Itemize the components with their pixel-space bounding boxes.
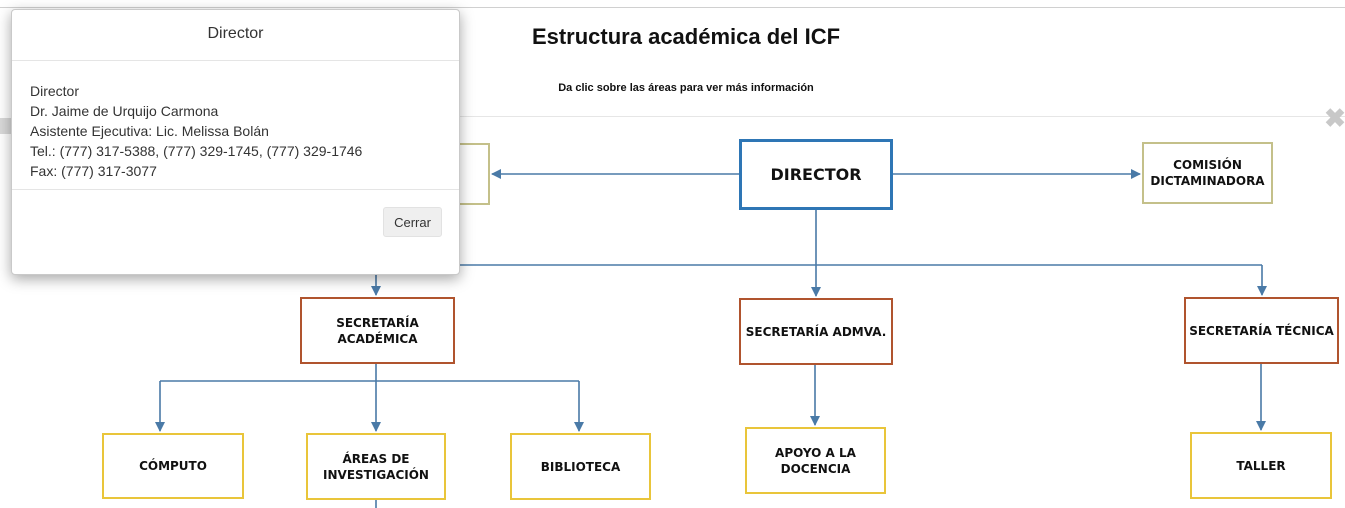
org-node-sec-tecnica[interactable]: SECRETARÍA TÉCNICA xyxy=(1184,297,1339,364)
modal-line-role: Director xyxy=(30,83,80,99)
modal-body: Director Dr. Jaime de Urquijo Carmona As… xyxy=(12,61,459,190)
org-node-biblioteca[interactable]: BIBLIOTECA xyxy=(510,433,651,500)
org-node-comision[interactable]: COMISIÓN DICTAMINADORA xyxy=(1142,142,1273,204)
org-node-taller[interactable]: TALLER xyxy=(1190,432,1332,499)
org-node-computo[interactable]: CÓMPUTO xyxy=(102,433,244,499)
modal-line-phone: Tel.: (777) 317-5388, (777) 329-1745, (7… xyxy=(30,143,363,159)
org-node-director[interactable]: DIRECTOR xyxy=(739,139,893,210)
org-node-sec-admva[interactable]: SECRETARÍA ADMVA. xyxy=(739,298,893,365)
page-instructions: Da clic sobre las áreas para ver más inf… xyxy=(558,82,814,94)
org-node-sec-academica[interactable]: SECRETARÍA ACADÉMICA xyxy=(300,297,455,364)
modal-title: Director xyxy=(12,10,459,61)
modal-line-fax: Fax: (777) 317-3077 xyxy=(30,163,157,179)
page-title: Estructura académica del ICF xyxy=(531,24,841,49)
modal-line-name: Dr. Jaime de Urquijo Carmona xyxy=(30,103,219,119)
modal-footer: Cerrar xyxy=(12,190,459,274)
info-modal: Director Director Dr. Jaime de Urquijo C… xyxy=(11,9,460,275)
org-node-areas-inv[interactable]: ÁREAS DE INVESTIGACIÓN xyxy=(306,433,446,500)
section-divider xyxy=(460,116,1345,117)
close-icon[interactable]: ✖ xyxy=(1324,103,1345,133)
org-node-apoyo-docencia[interactable]: APOYO A LA DOCENCIA xyxy=(745,427,886,494)
modal-line-assistant: Asistente Ejecutiva: Lic. Melissa Bolán xyxy=(30,123,269,139)
close-button[interactable]: Cerrar xyxy=(383,207,442,237)
top-divider xyxy=(0,7,1345,8)
background-fragment xyxy=(0,118,12,134)
